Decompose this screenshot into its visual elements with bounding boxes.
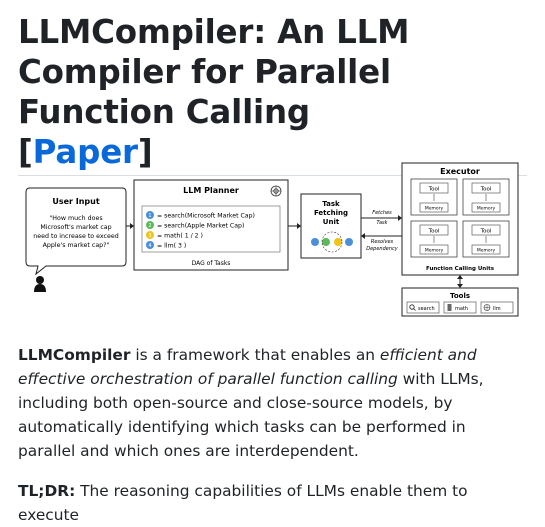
llmcompiler-diagram: User Input "How much does Microsoft's ma… <box>25 162 519 317</box>
tool-item-label: llm <box>493 306 501 312</box>
task-num: 1 <box>148 213 151 219</box>
intro-paragraph: LLMCompiler is a framework that enables … <box>18 343 523 463</box>
tool-llm: llm <box>480 301 514 314</box>
tool-search: search <box>406 301 440 314</box>
task-fetching-title: Unit <box>323 218 340 226</box>
readme-page: LLMCompiler: An LLM Compiler for Paralle… <box>18 0 527 524</box>
task-badge-2 <box>146 221 154 229</box>
memory-label: Memory <box>477 206 496 212</box>
project-name: LLMCompiler <box>18 346 131 364</box>
user-icon <box>34 276 46 292</box>
function-calling-unit: Tool Memory <box>462 178 510 216</box>
task-text: = search(Apple Market Cap) <box>157 223 244 230</box>
tools-title: Tools <box>450 292 470 300</box>
task-num: 4 <box>148 243 151 249</box>
tool-label: Tool <box>480 187 492 193</box>
tldr-text: The reasoning capabilities of LLMs enabl… <box>18 482 468 524</box>
user-input-line: Apple's market cap?" <box>43 242 110 249</box>
user-input-line: need to increase to exceed <box>33 233 119 240</box>
resolves-label: Dependency <box>366 246 399 252</box>
bracket-open: [ <box>18 133 33 171</box>
task-badge-1 <box>146 211 154 219</box>
task-num: 3 <box>148 233 151 239</box>
user-input-line: Microsoft's market cap <box>40 224 111 231</box>
tool-item-label: math <box>455 306 468 312</box>
task-dag-nodes <box>311 231 353 253</box>
tldr-label: TL;DR: <box>18 482 76 500</box>
function-calling-unit: Tool Memory <box>410 178 458 216</box>
task-fetching-title: Fetching <box>314 209 348 217</box>
intro-emphasis: efficient and effective orchestration of… <box>18 346 477 388</box>
title-text: LLMCompiler: An LLM Compiler for Paralle… <box>18 13 410 131</box>
function-calling-unit: Tool Memory <box>410 220 458 258</box>
task-text: = llm( 3 ) <box>157 243 186 250</box>
task-list: 1 = search(Microsoft Market Cap) 2 = sea… <box>146 211 255 250</box>
task-text: = math( 1 / 2 ) <box>157 233 203 240</box>
memory-label: Memory <box>425 206 444 212</box>
memory-label: Memory <box>425 248 444 254</box>
tool-label: Tool <box>428 187 440 193</box>
dag-box <box>141 205 281 253</box>
search-icon <box>409 304 415 310</box>
task-text: = search(Microsoft Market Cap) <box>157 213 255 220</box>
fetches-label: Fetches <box>372 210 392 216</box>
bracket-close: ] <box>137 133 153 171</box>
task-fetching-box <box>300 193 362 259</box>
llm-planner-title: LLM Planner <box>183 186 239 195</box>
function-calling-caption: Function Calling Units <box>426 266 495 272</box>
fetches-label: Task <box>376 220 388 226</box>
memory-label: Memory <box>477 248 496 254</box>
task-num: 2 <box>148 223 151 229</box>
user-input-bubble: User Input "How much does Microsoft's ma… <box>25 187 127 276</box>
resolves-label: Resolves <box>371 239 394 245</box>
tool-item-label: search <box>418 306 435 312</box>
user-input-title: User Input <box>52 197 100 206</box>
tldr-paragraph: TL;DR: The reasoning capabilities of LLM… <box>18 479 523 527</box>
calculator-icon <box>447 304 452 311</box>
paper-link[interactable]: Paper <box>32 133 138 171</box>
function-calling-unit: Tool Memory <box>462 220 510 258</box>
task-badge-3 <box>146 231 154 239</box>
tool-math: math <box>443 301 477 314</box>
task-fetching-title: Task <box>322 200 340 208</box>
user-input-line: "How much does <box>49 215 102 222</box>
page-title: LLMCompiler: An LLM Compiler for Paralle… <box>18 0 527 176</box>
tool-label: Tool <box>480 229 492 235</box>
executor-title: Executor <box>440 167 480 176</box>
dag-caption: DAG of Tasks <box>192 260 231 267</box>
task-badge-4 <box>146 241 154 249</box>
intro-text: with LLMs, including both open-source an… <box>18 370 484 460</box>
openai-icon <box>270 185 282 197</box>
tool-label: Tool <box>428 229 440 235</box>
intro-text: is a framework that enables an <box>130 346 380 364</box>
